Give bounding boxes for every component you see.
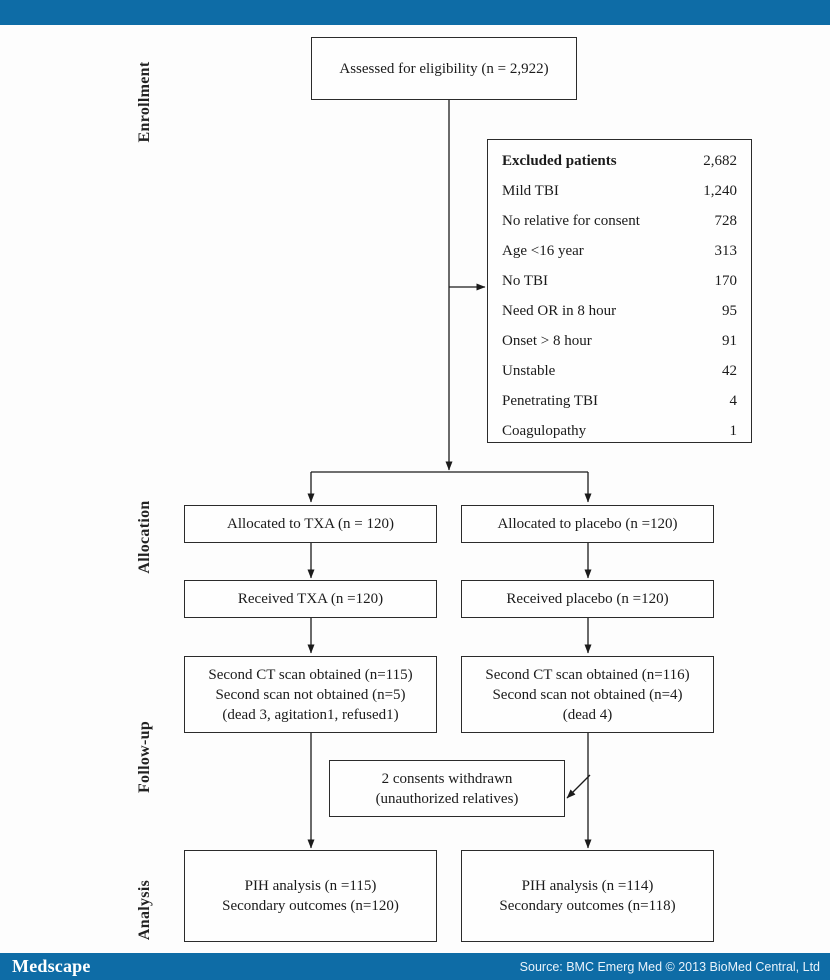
excluded-row-label: Unstable bbox=[502, 363, 556, 379]
analysis-txa-line2: Secondary outcomes (n=120) bbox=[222, 898, 399, 914]
excluded-row-label: No TBI bbox=[502, 273, 548, 289]
top-brand-bar bbox=[0, 0, 830, 25]
ct-placebo-line3: (dead 4) bbox=[562, 706, 613, 723]
received-placebo-text: Received placebo (n =120) bbox=[506, 591, 669, 607]
stage-label-allocation: Allocation bbox=[136, 500, 153, 574]
excluded-row: Mild TBI 1,240 bbox=[502, 176, 737, 206]
received-txa-text: Received TXA (n =120) bbox=[237, 591, 384, 607]
excluded-row-value: 91 bbox=[722, 333, 737, 349]
medscape-logo: Medscape bbox=[12, 956, 91, 976]
ct-txa-line1: Second CT scan obtained (n=115) bbox=[208, 666, 413, 683]
analysis-placebo-line1: PIH analysis (n =114) bbox=[521, 878, 654, 894]
analysis-placebo-line2: Secondary outcomes (n=118) bbox=[499, 898, 676, 914]
excluded-row-label: Mild TBI bbox=[502, 183, 559, 199]
excluded-row: Penetrating TBI 4 bbox=[502, 386, 737, 416]
excluded-row-value: 170 bbox=[714, 273, 738, 289]
consents-withdrawn-box: 2 consents withdrawn (unauthorized relat… bbox=[329, 760, 565, 817]
excluded-title-row: Excluded patients 2,682 bbox=[502, 146, 737, 176]
excluded-row: Need OR in 8 hour 95 bbox=[502, 296, 737, 326]
received-txa-box: Received TXA (n =120) bbox=[184, 580, 437, 618]
source-attribution: Source: BMC Emerg Med © 2013 BioMed Cent… bbox=[519, 959, 820, 974]
ct-txa-line3: (dead 3, agitation1, refused1) bbox=[222, 706, 399, 723]
excluded-row: No relative for consent 728 bbox=[502, 206, 737, 236]
excluded-row-value: 1 bbox=[729, 423, 738, 439]
excluded-row-value: 42 bbox=[722, 363, 737, 379]
excluded-row: Onset > 8 hour 91 bbox=[502, 326, 737, 356]
excluded-row: Coagulopathy 1 bbox=[502, 416, 737, 446]
footer-bar: Medscape Source: BMC Emerg Med © 2013 Bi… bbox=[0, 953, 830, 980]
stage-label-followup: Follow-up bbox=[136, 720, 153, 794]
assessed-eligibility-text: Assessed for eligibility (n = 2,922) bbox=[339, 60, 549, 77]
ct-placebo-line2: Second scan not obtained (n=4) bbox=[492, 686, 683, 703]
excluded-row-label: No relative for consent bbox=[502, 213, 640, 229]
analysis-txa-line1: PIH analysis (n =115) bbox=[244, 878, 377, 894]
excluded-row: Age <16 year 313 bbox=[502, 236, 737, 266]
excluded-row-label: Onset > 8 hour bbox=[502, 333, 592, 349]
excluded-row-label: Penetrating TBI bbox=[502, 393, 598, 409]
allocated-txa-text: Allocated to TXA (n = 120) bbox=[227, 516, 394, 532]
excluded-row-value: 728 bbox=[714, 213, 738, 229]
excluded-row: No TBI 170 bbox=[502, 266, 737, 296]
excluded-row-label: Age <16 year bbox=[502, 243, 584, 259]
stage-label-analysis: Analysis bbox=[136, 879, 153, 941]
excluded-row-value: 1,240 bbox=[703, 183, 737, 199]
ct-txa-line2: Second scan not obtained (n=5) bbox=[215, 686, 406, 703]
allocated-placebo-box: Allocated to placebo (n =120) bbox=[461, 505, 714, 543]
received-placebo-box: Received placebo (n =120) bbox=[461, 580, 714, 618]
excluded-row-value: 4 bbox=[729, 393, 738, 409]
excluded-row-label: Need OR in 8 hour bbox=[502, 303, 617, 319]
excluded-title-label: Excluded patients bbox=[502, 153, 617, 169]
ct-scan-txa-box: Second CT scan obtained (n=115) Second s… bbox=[184, 656, 437, 733]
excluded-row: Unstable 42 bbox=[502, 356, 737, 386]
ct-placebo-line1: Second CT scan obtained (n=116) bbox=[485, 666, 690, 683]
stage-label-enrollment: Enrollment bbox=[136, 61, 153, 143]
withdrawn-line2: (unauthorized relatives) bbox=[375, 790, 519, 807]
allocated-txa-box: Allocated to TXA (n = 120) bbox=[184, 505, 437, 543]
excluded-row-value: 313 bbox=[714, 243, 738, 259]
analysis-placebo-box: PIH analysis (n =114) Secondary outcomes… bbox=[461, 850, 714, 942]
excluded-row-value: 95 bbox=[722, 303, 737, 319]
excluded-title-value: 2,682 bbox=[703, 153, 737, 169]
ct-scan-placebo-box: Second CT scan obtained (n=116) Second s… bbox=[461, 656, 714, 733]
assessed-eligibility-box: Assessed for eligibility (n = 2,922) bbox=[311, 37, 577, 100]
excluded-patients-box: Excluded patients 2,682 Mild TBI 1,240 N… bbox=[487, 139, 752, 443]
withdrawn-line1: 2 consents withdrawn bbox=[381, 770, 513, 787]
excluded-row-label: Coagulopathy bbox=[502, 423, 587, 439]
allocated-placebo-text: Allocated to placebo (n =120) bbox=[497, 516, 678, 532]
analysis-txa-box: PIH analysis (n =115) Secondary outcomes… bbox=[184, 850, 437, 942]
